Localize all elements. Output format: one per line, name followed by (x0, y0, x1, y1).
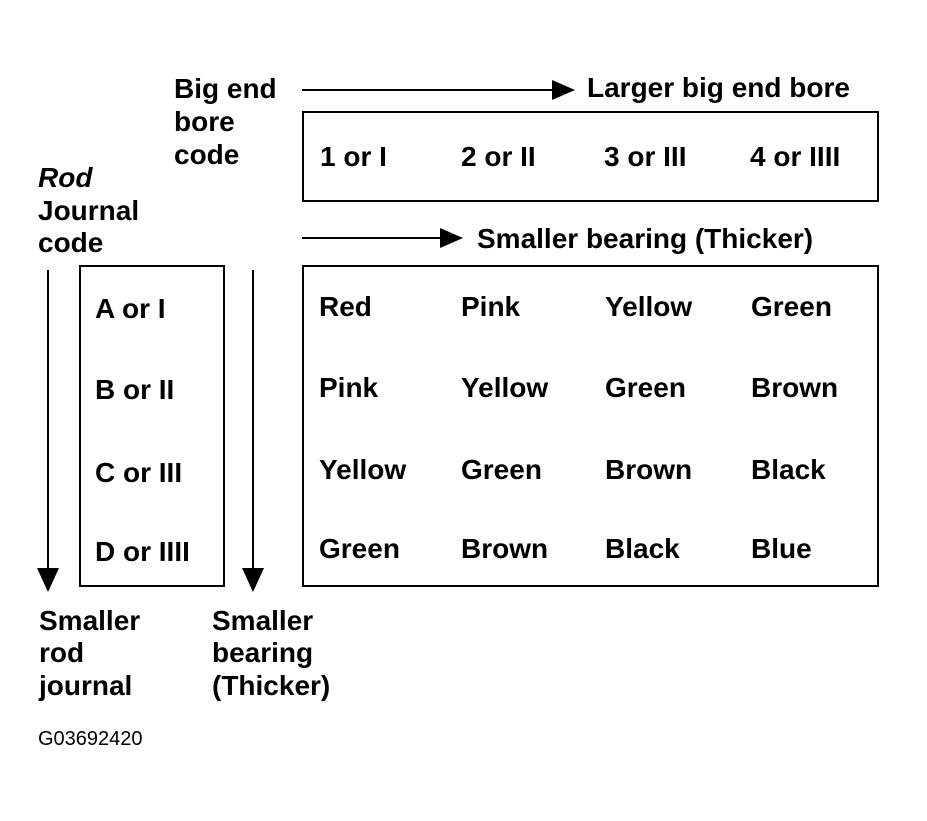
rod-label-line3: code (38, 227, 104, 258)
smaller-bearing-bottom-line1: Smaller (212, 605, 314, 636)
bearing-color-grid (302, 265, 879, 587)
bore-code-3: 3 or III (604, 141, 687, 172)
bearing-color-cell: Pink (461, 291, 521, 322)
bore-arrow-head (552, 80, 575, 100)
journal-code-b: B or II (95, 374, 175, 405)
smaller-rod-journal-line2: rod (39, 637, 85, 668)
larger-big-end-bore-label: Larger big end bore (587, 72, 850, 103)
bearing-color-cell: Black (605, 533, 680, 564)
bore-code-box (302, 111, 879, 202)
bearing-vertical-arrow-head (242, 568, 264, 592)
bore-code-2: 2 or II (461, 141, 536, 172)
bearing-color-cell: Red (319, 291, 372, 322)
smaller-rod-journal-line3: journal (39, 670, 133, 701)
bearing-color-cell: Green (751, 291, 832, 322)
journal-code-c: C or III (95, 457, 183, 488)
journal-code-a: A or I (95, 293, 166, 324)
journal-code-d: D or IIII (95, 536, 190, 567)
bearing-color-cell: Yellow (605, 291, 693, 322)
big-end-label-line1: Big end (174, 73, 277, 104)
smaller-bearing-top-label: Smaller bearing (Thicker) (477, 223, 814, 254)
bearing-color-cell: Brown (605, 454, 693, 485)
bearing-color-cell: Brown (751, 372, 839, 403)
bearing-color-cell: Pink (319, 372, 379, 403)
bearing-color-cell: Brown (461, 533, 549, 564)
bore-code-1: 1 or I (320, 141, 387, 172)
big-end-label-line3: code (174, 139, 240, 170)
rod-label-line2: Journal (38, 195, 140, 226)
smaller-bearing-bottom-line2: bearing (212, 637, 314, 668)
bearing-color-cell: Green (605, 372, 686, 403)
smaller-rod-journal-line1: Smaller (39, 605, 141, 636)
bearing-color-cell: Blue (751, 533, 812, 564)
bearing-color-cell: Black (751, 454, 826, 485)
bearing-arrow-head (440, 228, 463, 248)
bearing-color-cell: Green (319, 533, 400, 564)
journal-code-box (79, 265, 225, 587)
bearing-color-cell: Yellow (461, 372, 549, 403)
figure-code: G03692420 (38, 728, 143, 750)
journal-arrow-head (37, 568, 59, 592)
bore-code-4: 4 or IIII (750, 141, 841, 172)
rod-label-line1: Rod (38, 162, 93, 193)
smaller-bearing-bottom-line3: (Thicker) (212, 670, 331, 701)
bearing-color-cell: Yellow (319, 454, 407, 485)
big-end-label-line2: bore (174, 106, 235, 137)
bearing-color-cell: Green (461, 454, 542, 485)
